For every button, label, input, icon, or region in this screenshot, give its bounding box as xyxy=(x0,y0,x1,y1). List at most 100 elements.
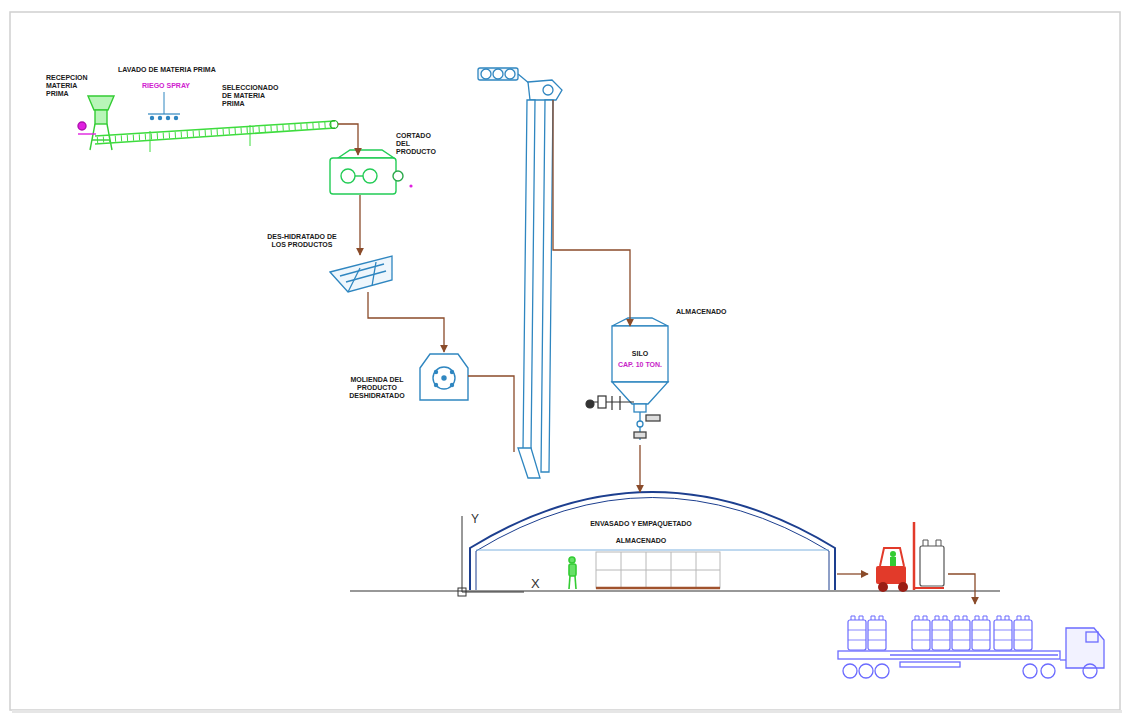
truck-part xyxy=(875,664,889,678)
forklift-part xyxy=(880,548,904,566)
reception-hopper-part xyxy=(90,124,95,150)
process-label: CORTADO DEL PRODUCTO xyxy=(396,132,444,156)
flow-connector xyxy=(368,292,444,352)
silo-part xyxy=(637,421,643,427)
bucket-elevator-part xyxy=(493,69,503,79)
silo-part xyxy=(612,326,668,382)
worker-part xyxy=(575,576,576,589)
worker-part xyxy=(569,557,575,563)
worker-part xyxy=(569,564,576,576)
axis-marker-part xyxy=(462,592,524,593)
screw-feeder-part xyxy=(611,396,612,410)
screw-feeder-part xyxy=(598,396,606,408)
mill: MOLIENDA DEL PRODUCTO DESHIDRATADO xyxy=(420,352,468,400)
screw-feeder-part xyxy=(619,396,620,410)
truck-part xyxy=(932,616,950,650)
process-label: ALMACENADO xyxy=(676,308,740,316)
flow-arrow xyxy=(948,574,975,604)
silo-part xyxy=(634,432,646,438)
bucket-elevator-part xyxy=(541,100,553,472)
process-label: MOLIENDA DEL PRODUCTO DESHIDRATADO xyxy=(334,376,420,400)
cutter: CORTADO DEL PRODUCTO xyxy=(328,155,405,195)
dehydrator-part xyxy=(330,256,392,292)
worker-part xyxy=(569,576,570,589)
truck-part xyxy=(972,616,990,650)
washing-conveyor-part xyxy=(150,131,151,152)
washing-conveyor: LAVADO DE MATERIA PRIMASELECCIONADO DE M… xyxy=(95,118,338,152)
silo: ALMACENADOSILOCAP. 10 TON. xyxy=(612,326,668,445)
truck-part xyxy=(1086,632,1098,642)
washing-conveyor xyxy=(95,121,338,153)
process-label: DES-HIDRATADO DE LOS PRODUCTOS xyxy=(266,233,338,249)
axis-label: Y xyxy=(471,513,479,525)
spray-label: RIEGO SPRAY xyxy=(142,82,190,89)
bucket-elevator-part xyxy=(528,80,562,100)
cutter-part xyxy=(330,158,396,194)
washing-conveyor-part xyxy=(97,125,333,141)
warehouse-part xyxy=(596,570,720,571)
forklift-part xyxy=(920,546,944,586)
reception-hopper: RECEPCION MATERIA PRIMA xyxy=(82,96,120,150)
reception-hopper-part xyxy=(95,110,107,124)
forklift-part xyxy=(876,566,906,584)
truck-part xyxy=(848,616,866,650)
forklift-part xyxy=(890,557,896,566)
worker xyxy=(569,557,576,589)
bucket-elevator-part xyxy=(505,69,515,79)
reception-hopper-part xyxy=(92,139,110,140)
washing-conveyor-part xyxy=(330,121,338,129)
page-shadow xyxy=(12,710,1122,713)
warehouse-part xyxy=(470,492,835,590)
bucket-elevator-part xyxy=(518,448,540,478)
washing-conveyor-part xyxy=(95,121,335,136)
bucket-elevator-part xyxy=(481,69,491,79)
mill-part xyxy=(435,384,438,387)
truck-part xyxy=(843,664,857,678)
bucket-elevator xyxy=(478,68,562,478)
forklift-part xyxy=(914,587,944,589)
screw-feeder-part xyxy=(586,400,594,408)
truck-part xyxy=(1014,616,1032,650)
flow-arrow xyxy=(837,573,868,574)
reception-hopper-part xyxy=(88,96,114,110)
mill-part xyxy=(435,371,438,374)
warehouse-part xyxy=(476,498,829,591)
cutter-part xyxy=(338,150,394,158)
cutter-part xyxy=(409,184,412,187)
truck-part xyxy=(838,651,1060,659)
truck-part xyxy=(859,664,873,678)
mill-part xyxy=(451,371,454,374)
dehydrator xyxy=(330,256,392,292)
axis-marker-part xyxy=(462,516,463,592)
flow-connector xyxy=(468,100,630,452)
warehouse: ENVASADO Y EMPAQUETADOALMACENADO xyxy=(470,492,835,590)
silo-part xyxy=(612,318,668,326)
cutter-part xyxy=(363,169,377,183)
washing-conveyor-part xyxy=(95,128,335,144)
forklift-part xyxy=(890,551,896,557)
truck-part xyxy=(952,616,970,650)
spray-bar-part xyxy=(158,116,161,119)
truck-part xyxy=(890,654,1058,655)
screw-feeder xyxy=(586,396,634,410)
mill-part xyxy=(451,384,454,387)
silo-part xyxy=(646,415,660,421)
mill-part xyxy=(433,367,455,389)
process-label: ENVASADO Y EMPAQUETADO xyxy=(566,520,716,528)
cutter-part xyxy=(355,175,363,176)
flow-connector xyxy=(639,445,640,492)
dehydrator-part xyxy=(372,262,376,286)
silo xyxy=(612,318,668,440)
bucket-elevator-part xyxy=(478,68,518,80)
screw-feeder-part xyxy=(588,401,634,402)
forklift-part xyxy=(913,522,916,590)
mill-part xyxy=(442,376,446,380)
warehouse-part xyxy=(596,552,720,588)
truck-part xyxy=(1066,628,1104,668)
truck-part xyxy=(1023,664,1037,678)
axis-label: X xyxy=(531,577,540,590)
washing-conveyor-part xyxy=(250,125,251,146)
spray-bar-part xyxy=(164,92,165,114)
